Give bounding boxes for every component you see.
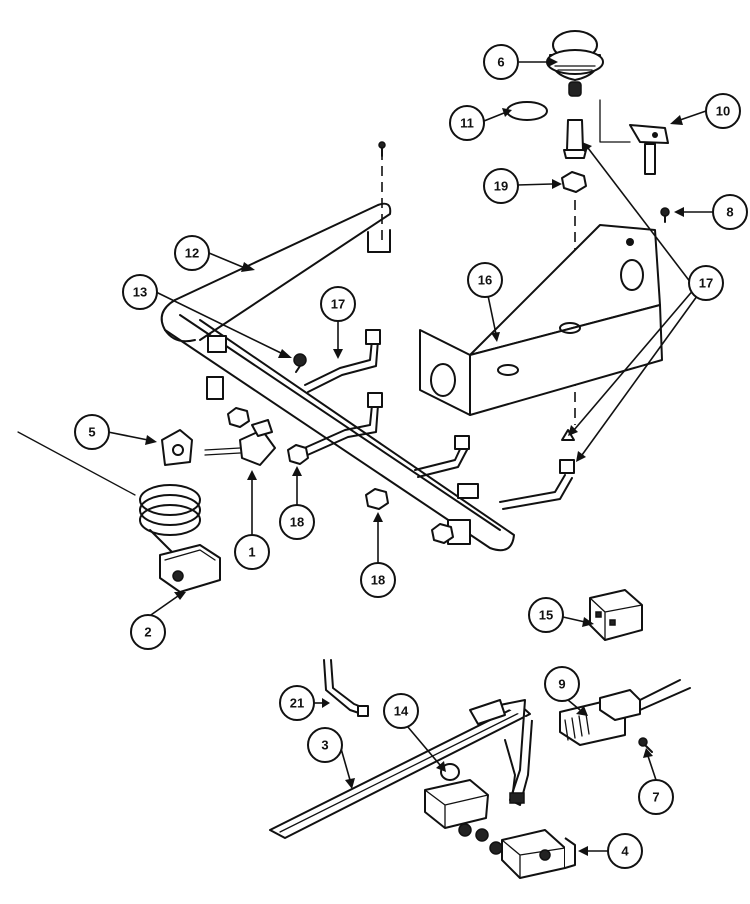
valve-part-14 — [424, 763, 489, 837]
callout-7: 7 — [638, 779, 674, 815]
svg-text:14: 14 — [394, 704, 409, 719]
callout-2: 2 — [130, 614, 166, 650]
callout-12: 12 — [174, 235, 210, 271]
callout-21: 21 — [279, 685, 315, 721]
callout-17-right: 17 — [688, 265, 724, 301]
thermostat-part-2 — [17, 431, 221, 593]
svg-text:5: 5 — [88, 425, 95, 440]
svg-text:1: 1 — [248, 545, 255, 560]
callout-1: 1 — [234, 534, 270, 570]
svg-text:19: 19 — [494, 179, 508, 194]
callout-16: 16 — [467, 262, 503, 298]
callout-18-right: 18 — [360, 562, 396, 598]
o-ring-part-11 — [506, 101, 548, 121]
callout-17-left: 17 — [320, 286, 356, 322]
svg-text:7: 7 — [652, 790, 659, 805]
burner-tube-part-12 — [160, 202, 515, 552]
screw-part-13 — [293, 353, 307, 373]
burner-box-part-16 — [419, 224, 663, 416]
callout-6: 6 — [483, 44, 519, 80]
callout-9: 9 — [544, 666, 580, 702]
burner-head-part-6 — [546, 30, 604, 97]
svg-text:18: 18 — [290, 515, 304, 530]
svg-text:15: 15 — [539, 608, 553, 623]
svg-text:18: 18 — [371, 573, 385, 588]
nut-part-18b — [365, 488, 389, 510]
svg-text:10: 10 — [716, 104, 730, 119]
orifice-spud — [563, 119, 587, 159]
manifold-part-3 — [269, 699, 533, 839]
screw-part-8 — [660, 207, 670, 223]
pilot-tube-part-21 — [323, 659, 369, 717]
leader-lines — [107, 57, 713, 856]
svg-text:6: 6 — [497, 55, 504, 70]
svg-text:9: 9 — [558, 677, 565, 692]
gas-pipes-part-17 — [299, 329, 575, 510]
callout-19: 19 — [483, 168, 519, 204]
callout-15: 15 — [528, 597, 564, 633]
nut-left-tube — [227, 407, 250, 428]
callout-4: 4 — [607, 833, 643, 869]
callout-13: 13 — [122, 274, 158, 310]
nut-part-18a — [287, 444, 309, 465]
callout-8: 8 — [712, 194, 748, 230]
svg-text:11: 11 — [460, 116, 474, 131]
hex-nut-part-19 — [561, 171, 587, 193]
callout-11: 11 — [449, 105, 485, 141]
nut-right-tube — [431, 523, 454, 544]
callout-5: 5 — [74, 414, 110, 450]
svg-text:12: 12 — [185, 246, 199, 261]
svg-text:13: 13 — [133, 285, 147, 300]
callout-3: 3 — [307, 727, 343, 763]
svg-text:2: 2 — [144, 625, 151, 640]
clip-part-5 — [161, 429, 193, 466]
safety-valve-part-4 — [475, 828, 576, 879]
callout-10: 10 — [705, 93, 741, 129]
svg-text:3: 3 — [321, 738, 328, 753]
svg-text:8: 8 — [726, 205, 733, 220]
svg-text:21: 21 — [290, 696, 304, 711]
callout-14: 14 — [383, 693, 419, 729]
screw-part-7 — [638, 737, 653, 753]
callout-18-left: 18 — [279, 504, 315, 540]
module-part-15 — [589, 589, 643, 641]
svg-text:17: 17 — [331, 297, 345, 312]
svg-text:17: 17 — [699, 276, 713, 291]
ignitor-part-9 — [559, 679, 691, 746]
sensing-bracket-part-1 — [204, 419, 276, 466]
ignitor-bracket-part-10 — [599, 99, 669, 175]
svg-text:4: 4 — [621, 844, 629, 859]
top-screw — [378, 141, 386, 157]
svg-text:16: 16 — [478, 273, 492, 288]
